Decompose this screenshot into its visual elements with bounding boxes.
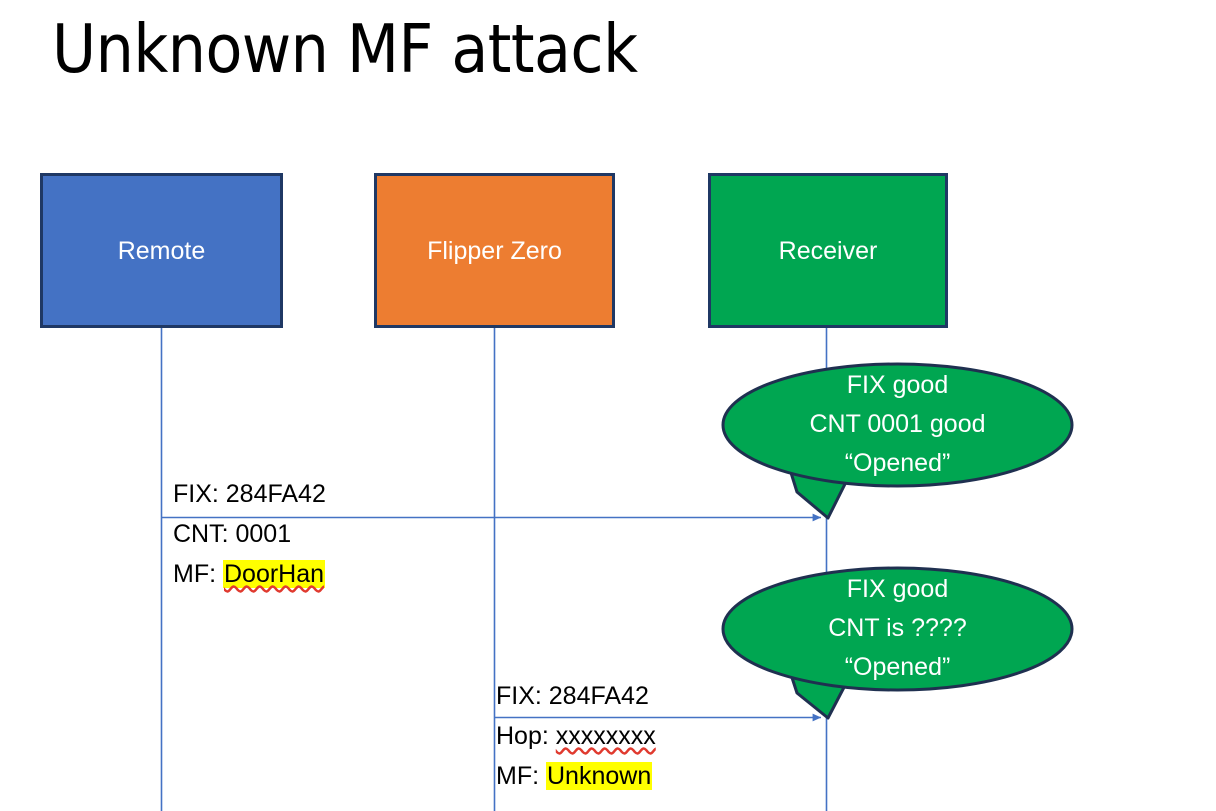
message-1-line-mf: MF: DoorHan <box>173 554 326 594</box>
message-1-line-cnt: CNT: 0001 <box>173 520 292 548</box>
message-2-mf-value: Unknown <box>546 762 653 790</box>
actor-box-receiver[interactable]: Receiver <box>708 173 948 328</box>
page-title: Unknown MF attack <box>52 10 638 88</box>
message-2-line-hop: Hop: xxxxxxxx <box>496 716 656 756</box>
actor-label-flipper-zero: Flipper Zero <box>427 236 562 265</box>
message-2-line-fix: FIX: 284FA42 <box>496 682 649 710</box>
bubble-1-body <box>721 362 1074 488</box>
message-2-mf-prefix: MF: <box>496 762 546 790</box>
message-label-1: FIX: 284FA42 CNT: 0001 MF: DoorHan <box>173 474 326 594</box>
message-label-2: FIX: 284FA42 Hop: xxxxxxxx MF: Unknown <box>496 676 656 796</box>
actor-label-receiver: Receiver <box>778 236 878 265</box>
message-1-mf-prefix: MF: <box>173 560 223 588</box>
message-1-mf-value: DoorHan <box>223 560 326 588</box>
actor-box-remote[interactable]: Remote <box>40 173 283 328</box>
message-2-line-mf: MF: Unknown <box>496 756 656 796</box>
bubble-2-body <box>721 566 1074 692</box>
actor-label-remote: Remote <box>117 236 206 265</box>
message-1-line-fix: FIX: 284FA42 <box>173 480 326 508</box>
actor-box-flipper-zero[interactable]: Flipper Zero <box>374 173 615 328</box>
message-2-hop-prefix: Hop: <box>496 722 556 750</box>
message-2-hop-value: xxxxxxxx <box>555 722 656 750</box>
